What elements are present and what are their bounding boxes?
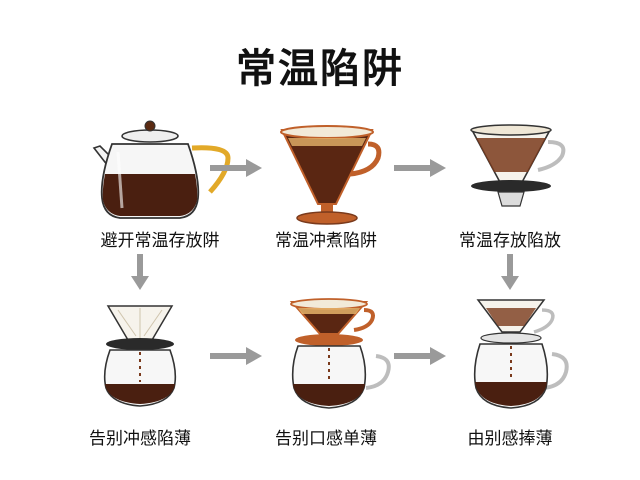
- step-caption: 常温存放陷放: [459, 231, 561, 251]
- dripper-server-right-illustration: [473, 299, 569, 409]
- arrow-right-icon: [394, 159, 446, 177]
- dripper-rim: [280, 125, 374, 139]
- kettle-illustration: [92, 120, 231, 219]
- dripper-base: [296, 211, 358, 225]
- kettle-coffee: [102, 174, 198, 216]
- step-caption: 由别感捧薄: [467, 429, 553, 449]
- server-coffee: [293, 384, 365, 406]
- step-caption: 避开常温存放阱: [100, 231, 220, 251]
- arrow-right-icon: [210, 159, 262, 177]
- arrow-down-icon: [131, 254, 149, 290]
- step-caption: 告别口感单薄: [275, 429, 377, 449]
- step-caption: 告别冲感陷薄: [89, 429, 191, 449]
- server-coffee: [475, 382, 547, 406]
- step-dripper-stand: 常温冲煮陷阱: [226, 108, 426, 251]
- dripper-handle: [349, 141, 382, 177]
- dripper-ring: [480, 332, 542, 344]
- dripper-ring: [106, 338, 174, 350]
- server-coffee: [105, 384, 175, 404]
- dripper-ring: [295, 334, 363, 346]
- dripper-stand-illustration: [280, 125, 382, 225]
- kettle-handle: [191, 145, 231, 194]
- arrow-right-icon: [210, 347, 262, 365]
- step-dripper-ring: 常温存放陷放: [410, 108, 610, 251]
- dripper-ring: [471, 180, 551, 192]
- dripper-server-left-illustration: [103, 305, 177, 407]
- page-title: 常温陷阱: [236, 46, 404, 92]
- dripper-stem: [321, 204, 333, 214]
- step-dripper-server-left: 告别冲感陷薄: [40, 296, 240, 449]
- dripper-coffee: [476, 138, 546, 172]
- arrow-right-icon: [394, 347, 446, 365]
- arrow-down-icon: [501, 254, 519, 290]
- dripper-server-center-illustration: [289, 298, 391, 409]
- step-dripper-server-right: 由别感捧薄: [410, 296, 610, 449]
- kettle-lid: [121, 129, 179, 143]
- step-dripper-server-center: 告别口感单薄: [226, 296, 426, 449]
- step-caption: 常温冲煮陷阱: [275, 231, 377, 251]
- step-kettle: 避开常温存放阱: [60, 108, 260, 251]
- kettle-knob: [144, 120, 156, 132]
- dripper-ring-illustration: [470, 124, 566, 207]
